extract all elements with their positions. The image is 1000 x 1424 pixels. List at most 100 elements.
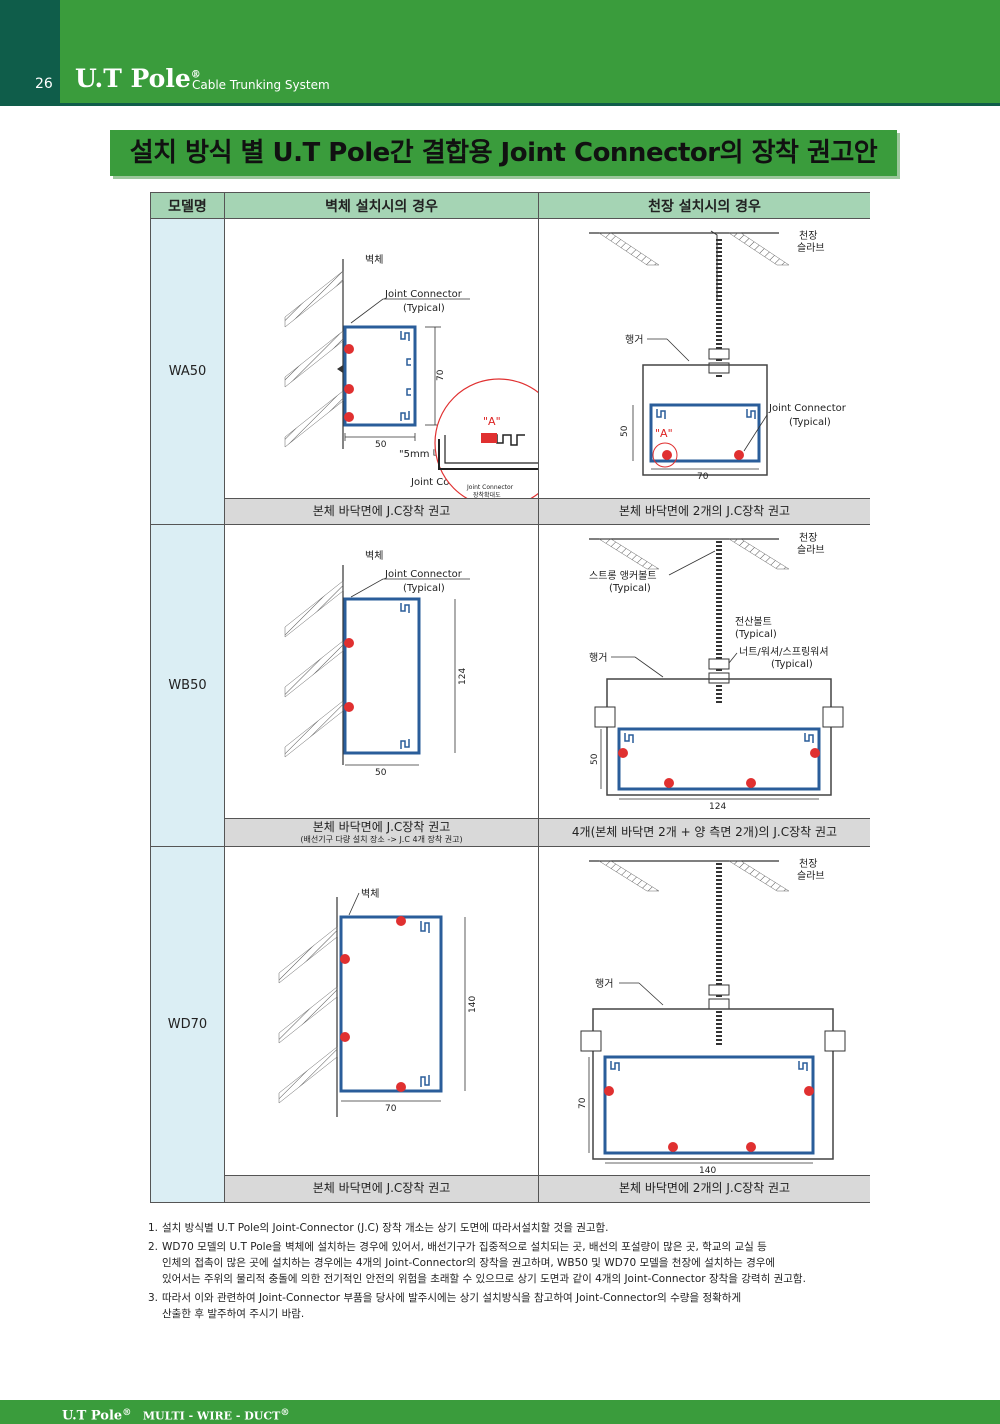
joint-connector-marker bbox=[668, 1142, 678, 1152]
notes-section: 1.설치 방식별 U.T Pole의 Joint-Connector (J.C)… bbox=[148, 1220, 888, 1325]
dim-width: 70 bbox=[385, 1104, 397, 1114]
wb50-profile bbox=[343, 597, 421, 755]
label-jc: Joint Connector bbox=[768, 403, 847, 414]
label-typical: (Typical) bbox=[789, 417, 831, 428]
caption-text: 4개(본체 바닥면 2개 + 양 측면 2개)의 J.C장착 권고 bbox=[571, 824, 838, 839]
model-wb50: WB50 bbox=[151, 525, 225, 847]
label-ceiling-1: 천장 bbox=[799, 532, 817, 544]
page-number: 26 bbox=[35, 76, 53, 92]
drawing-wd70-ceiling: 천장 슬라브 행거 70 140 bbox=[539, 847, 870, 1176]
wd70-wall-diagram: 벽체 140 70 bbox=[278, 888, 478, 1117]
label-ceiling-1: 천장 bbox=[799, 858, 817, 870]
caption-wd70-ceiling: 본체 바닥면에 2개의 J.C장착 권고 bbox=[539, 1176, 870, 1202]
joint-connector-marker bbox=[734, 450, 744, 460]
label-hanger: 행거 bbox=[625, 334, 643, 346]
profile-teeth bbox=[400, 331, 411, 421]
label-anchor: 스트롱 앵커볼트 bbox=[589, 570, 657, 582]
note-item: 1.설치 방식별 U.T Pole의 Joint-Connector (J.C)… bbox=[148, 1220, 888, 1236]
joint-connector-marker bbox=[804, 1086, 814, 1096]
joint-connector-marker bbox=[746, 1142, 756, 1152]
wb50-profile-ceiling bbox=[617, 727, 821, 791]
label-jc: Joint Connector bbox=[384, 289, 463, 300]
label-ceiling-2: 슬라브 bbox=[797, 544, 825, 556]
drawing-wa50-ceiling: 천장 슬라브 행거 Joint Connector (Typical) "A" … bbox=[539, 219, 870, 499]
joint-connector-marker bbox=[664, 778, 674, 788]
detail-mark-a: "A" bbox=[655, 427, 673, 440]
wd70-ceiling-diagram: 천장 슬라브 행거 70 140 bbox=[578, 858, 846, 1175]
brand-mark: ® bbox=[190, 69, 201, 81]
joint-connector-marker bbox=[604, 1086, 614, 1096]
note-line: 산출한 후 발주하여 주시기 바람. bbox=[162, 1308, 305, 1320]
joint-connector-marker bbox=[344, 384, 354, 394]
note-line: 설치 방식별 U.T Pole의 Joint-Connector (J.C) 장… bbox=[162, 1222, 609, 1234]
label-ceiling-1: 천장 bbox=[799, 230, 817, 242]
dim-width: 124 bbox=[709, 802, 726, 812]
dim-height: 50 bbox=[620, 425, 630, 437]
caption-wa50-ceiling: 본체 바닥면에 2개의 J.C장착 권고 bbox=[539, 499, 870, 525]
joint-connector-marker bbox=[344, 638, 354, 648]
bolt-icon bbox=[822, 706, 844, 728]
note-number: 1. bbox=[148, 1222, 159, 1234]
drawing-wa50-wall: 벽체 Joint Connector (Typical) 70 50 "5mm … bbox=[225, 219, 539, 499]
hanger-frame bbox=[642, 364, 768, 476]
label-anchor-typ: (Typical) bbox=[609, 583, 651, 594]
drawing-wb50-ceiling: 천장 슬라브 스트롱 앵커볼트 (Typical) 전산볼트 (Typical)… bbox=[539, 525, 870, 819]
wa50-profile-ceiling bbox=[649, 403, 761, 463]
note-line: 인체의 접촉이 많은 곳에 설치하는 경우에는 4개의 Joint-Connec… bbox=[162, 1257, 776, 1269]
caption-wa50-wall: 본체 바닥면에 J.C장착 권고 bbox=[225, 499, 539, 525]
brand-logo: U.T Pole® bbox=[75, 64, 201, 93]
label-wall: 벽체 bbox=[361, 888, 379, 900]
footer-tagline-mark: ® bbox=[280, 1407, 290, 1418]
detail-mark-a: "A" bbox=[483, 415, 501, 428]
wa50-ceiling-diagram: 천장 슬라브 행거 Joint Connector (Typical) "A" … bbox=[589, 230, 847, 482]
dim-height: 124 bbox=[458, 668, 468, 685]
wd70-profile-ceiling bbox=[603, 1055, 815, 1155]
joint-connector-marker bbox=[746, 778, 756, 788]
caption-text: 본체 바닥면에 2개의 J.C장착 권고 bbox=[618, 1181, 791, 1196]
title-banner: 설치 방식 별 U.T Pole간 결합용 Joint Connector의 장… bbox=[110, 130, 897, 176]
joint-connector-marker bbox=[396, 916, 406, 926]
label-wall: 벽체 bbox=[365, 550, 383, 562]
header-divider bbox=[0, 103, 1000, 106]
wd70-profile bbox=[339, 915, 443, 1093]
nut-icon bbox=[708, 658, 730, 670]
dim-height: 50 bbox=[590, 753, 600, 765]
header-bar bbox=[0, 0, 1000, 103]
joint-connector-marker bbox=[344, 412, 354, 422]
caption-text: 본체 바닥면에 J.C장착 권고 bbox=[312, 503, 451, 518]
label-hanger: 행거 bbox=[589, 652, 607, 664]
label-typical: (Typical) bbox=[403, 583, 445, 594]
footer-brand-mark: ® bbox=[122, 1407, 132, 1418]
label-nut: 너트/워셔/스프링워셔 bbox=[739, 645, 829, 658]
label-nut-typ: (Typical) bbox=[771, 659, 813, 670]
label-typical: (Typical) bbox=[403, 303, 445, 314]
caption-wb50-ceiling: 4개(본체 바닥면 2개 + 양 측면 2개)의 J.C장착 권고 bbox=[539, 819, 870, 847]
dim-height: 140 bbox=[468, 996, 478, 1013]
nut-icon bbox=[708, 348, 730, 360]
joint-connector-marker bbox=[810, 748, 820, 758]
model-wa50: WA50 bbox=[151, 219, 225, 525]
page-title: 설치 방식 별 U.T Pole간 결합용 Joint Connector의 장… bbox=[129, 138, 878, 168]
bolt-icon bbox=[824, 1030, 846, 1052]
nut-icon bbox=[708, 998, 730, 1010]
footer-brand-name: U.T Pole bbox=[62, 1408, 123, 1424]
joint-connector-marker bbox=[662, 450, 672, 460]
note-line: 따라서 이와 관련하여 Joint-Connector 부품을 당사에 발주시에… bbox=[162, 1292, 742, 1304]
hanger-frame bbox=[606, 678, 832, 796]
wb50-ceiling-diagram: 천장 슬라브 스트롱 앵커볼트 (Typical) 전산볼트 (Typical)… bbox=[589, 532, 844, 812]
label-ceiling-2: 슬라브 bbox=[797, 870, 825, 882]
note-line: WD70 모델의 U.T Pole을 벽체에 설치하는 경우에 있어서, 배선기… bbox=[162, 1241, 767, 1253]
label-ceiling-2: 슬라브 bbox=[797, 242, 825, 254]
footer-bar bbox=[0, 1400, 1000, 1424]
detail-connector-icon bbox=[481, 433, 497, 443]
note-number: 2. bbox=[148, 1241, 159, 1253]
caption-text: 본체 바닥면에 2개의 J.C장착 권고 bbox=[618, 503, 791, 518]
screw-icon bbox=[337, 365, 343, 373]
nut-icon bbox=[708, 362, 730, 374]
joint-connector-marker bbox=[340, 1032, 350, 1042]
joint-connector-marker bbox=[344, 702, 354, 712]
bolt-icon bbox=[594, 706, 616, 728]
detail-label-2: 장착확대도 bbox=[473, 491, 501, 499]
joint-connector-marker bbox=[396, 1082, 406, 1092]
nut-icon bbox=[708, 984, 730, 996]
